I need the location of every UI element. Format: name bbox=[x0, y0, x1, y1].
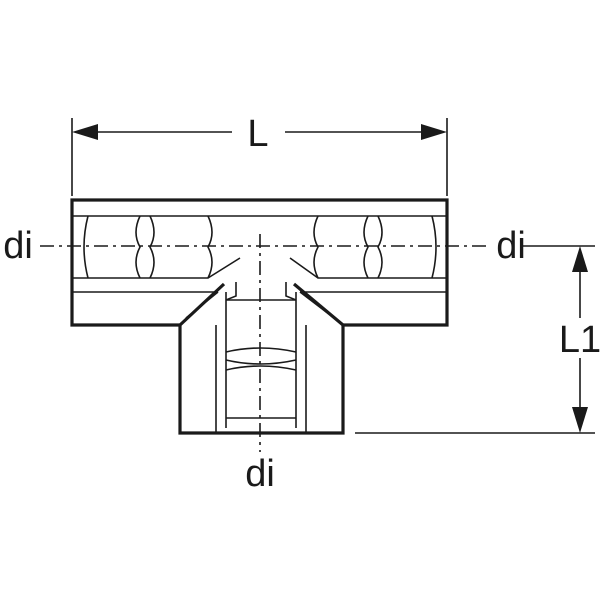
overall-length-label: L bbox=[247, 113, 268, 155]
branch-length-dimension bbox=[355, 245, 595, 434]
branch-length-label: L1 bbox=[559, 319, 600, 361]
overall-length-dimension bbox=[71, 118, 448, 196]
run-bore bbox=[72, 215, 447, 293]
tee-fitting-outline bbox=[70, 198, 449, 435]
inner-diameter-branch-label: di bbox=[245, 453, 275, 495]
inner-diameter-right-label: di bbox=[496, 225, 526, 267]
inner-diameter-left-label: di bbox=[3, 225, 33, 267]
branch-bore bbox=[178, 282, 345, 433]
